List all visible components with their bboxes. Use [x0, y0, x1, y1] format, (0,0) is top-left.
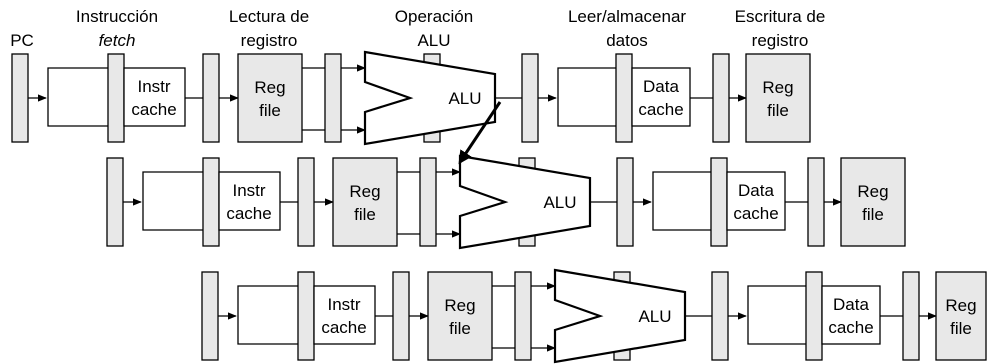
wire	[747, 285, 806, 345]
data-cache-label-line1: Data	[643, 77, 679, 96]
alu	[458, 154, 592, 250]
data-cache-label-line1: Data	[833, 295, 869, 314]
wire	[142, 171, 203, 231]
instr-cache-label-line2: cache	[226, 204, 271, 223]
instr-cache	[218, 171, 281, 231]
wire	[47, 67, 108, 127]
wire	[237, 285, 298, 345]
reg-file-label-line1: Reg	[762, 78, 793, 97]
pipeline-row-1: Instr cache Reg file ALU Data cache Reg …	[11, 50, 811, 146]
pipeline-register	[392, 271, 410, 361]
instr-cache-label-line2: cache	[131, 100, 176, 119]
pipeline-register	[419, 157, 437, 247]
reg-file-label-line2: file	[354, 205, 376, 224]
reg-file-label-line1: Reg	[945, 296, 976, 315]
reg-file-label-line2: file	[767, 101, 789, 120]
reg-file	[935, 271, 987, 361]
alu-header-line2: ALU	[417, 31, 450, 50]
reg-file-label-line1: Reg	[349, 182, 380, 201]
wire	[652, 171, 711, 231]
pipeline-register	[297, 157, 315, 247]
reg-file-label-line2: file	[259, 101, 281, 120]
data-cache-label-line1: Data	[738, 181, 774, 200]
data-cache-label-line2: cache	[733, 204, 778, 223]
instr-cache	[123, 67, 186, 127]
pipeline-register	[201, 271, 219, 361]
pipeline-register	[712, 53, 730, 143]
instr-cache-label-line1: Instr	[327, 295, 360, 314]
pipeline-register	[711, 271, 729, 361]
data-cache	[631, 67, 691, 127]
forwarding-arrow	[458, 101, 502, 165]
reg-file	[840, 157, 906, 247]
alu-label: ALU	[448, 89, 481, 108]
reg-file-label-line1: Reg	[857, 182, 888, 201]
pipeline-register	[521, 53, 539, 143]
data-cache-label-line2: cache	[638, 100, 683, 119]
pipeline-row-3: Instr cache Reg file ALU Data cache Reg …	[201, 268, 987, 364]
alu-label: ALU	[638, 307, 671, 326]
pipeline-register	[805, 271, 823, 361]
reg-file-label-line2: file	[449, 319, 471, 338]
data-cache	[821, 285, 881, 345]
alu-header-line1: Operación	[395, 7, 473, 26]
regread-header-line2: registro	[241, 31, 298, 50]
alu	[553, 268, 687, 364]
pipeline-register	[202, 53, 220, 143]
wire	[557, 67, 616, 127]
instr-cache-label-line1: Instr	[137, 77, 170, 96]
pipeline-register	[107, 53, 125, 143]
instr-cache-label-line2: cache	[321, 318, 366, 337]
mem-header-line2: datos	[606, 31, 648, 50]
instr-cache	[313, 285, 376, 345]
pipeline-register	[297, 271, 315, 361]
reg-file-label-line2: file	[862, 205, 884, 224]
pc-header: PC	[10, 31, 34, 50]
reg-file-label-line2: file	[950, 319, 972, 338]
reg-file-label-line1: Reg	[254, 78, 285, 97]
wb-header-line2: registro	[752, 31, 809, 50]
reg-file	[427, 271, 493, 361]
reg-file	[332, 157, 398, 247]
pipeline-register	[902, 271, 920, 361]
fetch-header-line2: fetch	[99, 31, 136, 50]
reg-file	[745, 53, 811, 143]
alu	[363, 50, 497, 146]
data-cache-label-line2: cache	[828, 318, 873, 337]
pipeline-register	[615, 53, 633, 143]
reg-file-label-line1: Reg	[444, 296, 475, 315]
data-cache	[726, 171, 786, 231]
pipeline-register	[710, 157, 728, 247]
pipeline-register	[202, 157, 220, 247]
pipeline-register	[324, 53, 342, 143]
mem-header-line1: Leer/almacenar	[568, 7, 686, 26]
regread-header-line1: Lectura de	[229, 7, 309, 26]
pipeline-register	[514, 271, 532, 361]
reg-file	[237, 53, 303, 143]
fetch-header-line1: Instrucción	[76, 7, 158, 26]
stage-headers: PC Instrucción fetch Lectura de registro…	[10, 7, 825, 50]
pipeline-register	[807, 157, 825, 247]
pipeline-row-2: Instr cache Reg file ALU Data cache Reg …	[106, 154, 906, 250]
pipeline-register	[11, 53, 29, 143]
pipeline-register	[616, 157, 634, 247]
instr-cache-label-line1: Instr	[232, 181, 265, 200]
pipeline-register	[106, 157, 124, 247]
wb-header-line1: Escritura de	[735, 7, 826, 26]
alu-label: ALU	[543, 193, 576, 212]
